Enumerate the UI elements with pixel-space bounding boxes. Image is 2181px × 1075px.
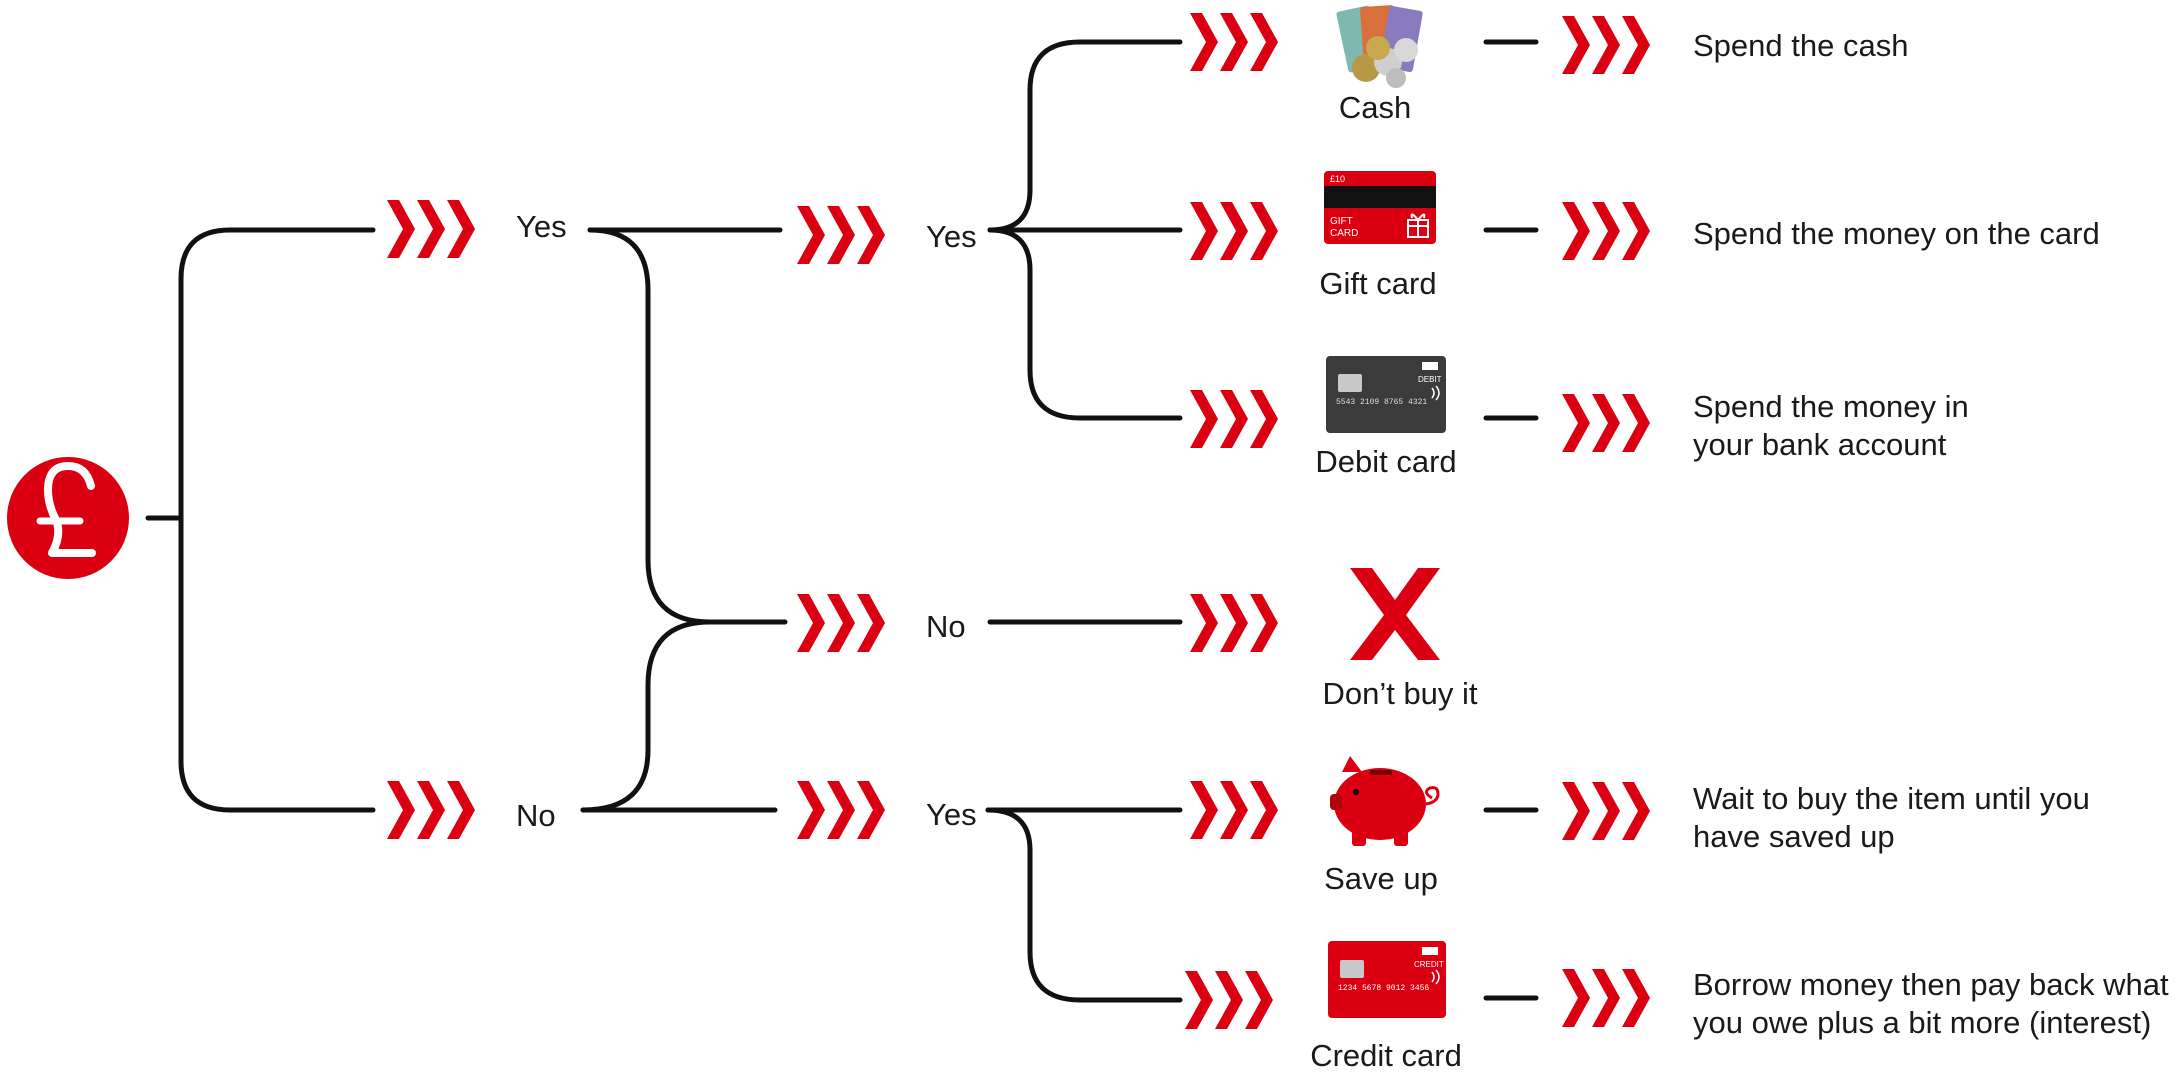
svg-text:CREDIT: CREDIT <box>1414 960 1444 969</box>
chevron-icon <box>387 200 475 258</box>
answer-no-level1: No <box>516 798 556 833</box>
chevron-icon <box>1562 202 1650 260</box>
credit-card-icon: CREDIT 1234 5678 9012 3456 <box>1328 941 1446 1018</box>
chevron-icon <box>1185 971 1273 1029</box>
chevron-arrows <box>387 13 1650 1029</box>
chevron-icon <box>1190 13 1278 71</box>
result-cash: Spend the cash <box>1693 28 1909 63</box>
svg-text:1234 5678 9012 3456: 1234 5678 9012 3456 <box>1338 984 1429 993</box>
cash-icon <box>1336 5 1423 88</box>
chevron-icon <box>1562 969 1650 1027</box>
chevron-icon <box>1190 594 1278 652</box>
chevron-icon <box>1562 782 1650 840</box>
result-credit-card: Borrow money then pay back what you owe … <box>1693 967 2169 1040</box>
option-label-dont-buy: Don’t buy it <box>1322 676 1478 711</box>
chevron-icon <box>797 594 885 652</box>
chevron-icon <box>797 781 885 839</box>
option-label-gift-card: Gift card <box>1319 266 1437 301</box>
svg-text:GIFT: GIFT <box>1330 216 1353 227</box>
chevron-icon <box>1190 390 1278 448</box>
chevron-icon <box>1190 202 1278 260</box>
svg-text:DEBIT: DEBIT <box>1418 375 1442 384</box>
chevron-icon <box>1190 781 1278 839</box>
svg-text:CARD: CARD <box>1330 228 1358 239</box>
result-gift-card: Spend the money on the card <box>1693 216 2100 251</box>
answer-no-mid: No <box>926 609 966 644</box>
cross-icon <box>1350 568 1440 660</box>
chevron-icon <box>387 781 475 839</box>
svg-text:£10: £10 <box>1330 174 1345 184</box>
answer-yes-top: Yes <box>926 219 977 254</box>
answer-yes-level1: Yes <box>516 209 567 244</box>
chevron-icon <box>1562 16 1650 74</box>
svg-text:5543 2109 8765 4321: 5543 2109 8765 4321 <box>1336 398 1427 407</box>
debit-card-icon: DEBIT 5543 2109 8765 4321 <box>1326 356 1446 433</box>
piggy-bank-icon <box>1330 756 1440 846</box>
answer-yes-bottom: Yes <box>926 797 977 832</box>
gift-card-icon: £10 GIFT CARD <box>1324 171 1436 244</box>
option-label-credit-card: Credit card <box>1310 1038 1462 1073</box>
result-save-up: Wait to buy the item until you have save… <box>1693 781 2090 854</box>
chevron-icon <box>797 206 885 264</box>
result-debit-card: Spend the money in your bank account <box>1693 389 1969 462</box>
option-label-save-up: Save up <box>1324 861 1438 896</box>
option-label-cash: Cash <box>1338 90 1412 125</box>
chevron-icon <box>1562 394 1650 452</box>
option-label-debit-card: Debit card <box>1315 444 1457 479</box>
tree-lines <box>145 39 1539 1003</box>
pound-icon <box>7 457 129 579</box>
